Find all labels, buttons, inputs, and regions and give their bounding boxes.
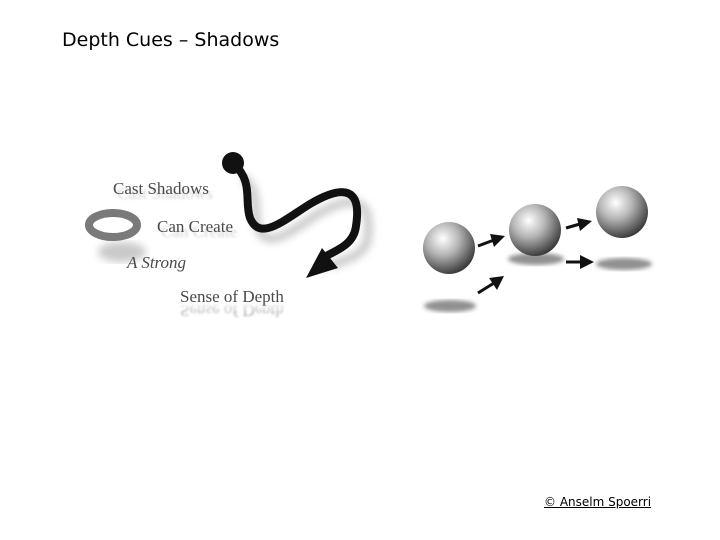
sphere-2 — [509, 204, 561, 256]
copyright-credit: © Anselm Spoerri — [544, 495, 651, 509]
wavy-line-shadow — [243, 176, 369, 266]
line-start-dot — [222, 152, 244, 174]
sphere3-shadow — [596, 258, 652, 270]
sphere-1 — [423, 222, 475, 274]
arrow-sphere1-sphere2-icon — [478, 240, 494, 246]
arrow-shadow1-up-icon — [478, 283, 494, 293]
spheres-group — [423, 186, 652, 312]
arrow-sphere2-sphere3-icon — [566, 224, 580, 228]
wavy-line — [233, 163, 357, 258]
text-can-create: Can Create — [157, 217, 233, 236]
ring-icon — [89, 213, 137, 237]
sphere-3 — [596, 186, 648, 238]
text-cast-shadows: Cast Shadows — [113, 179, 209, 198]
text-sense-of-depth-reflection: Sense of Depth — [180, 301, 284, 320]
cast-shadow-text-group: Cast Shadows Can Create Cast Shadows Can… — [89, 152, 369, 320]
text-a-strong: A Strong — [126, 253, 186, 272]
sphere1-shadow — [424, 300, 476, 312]
